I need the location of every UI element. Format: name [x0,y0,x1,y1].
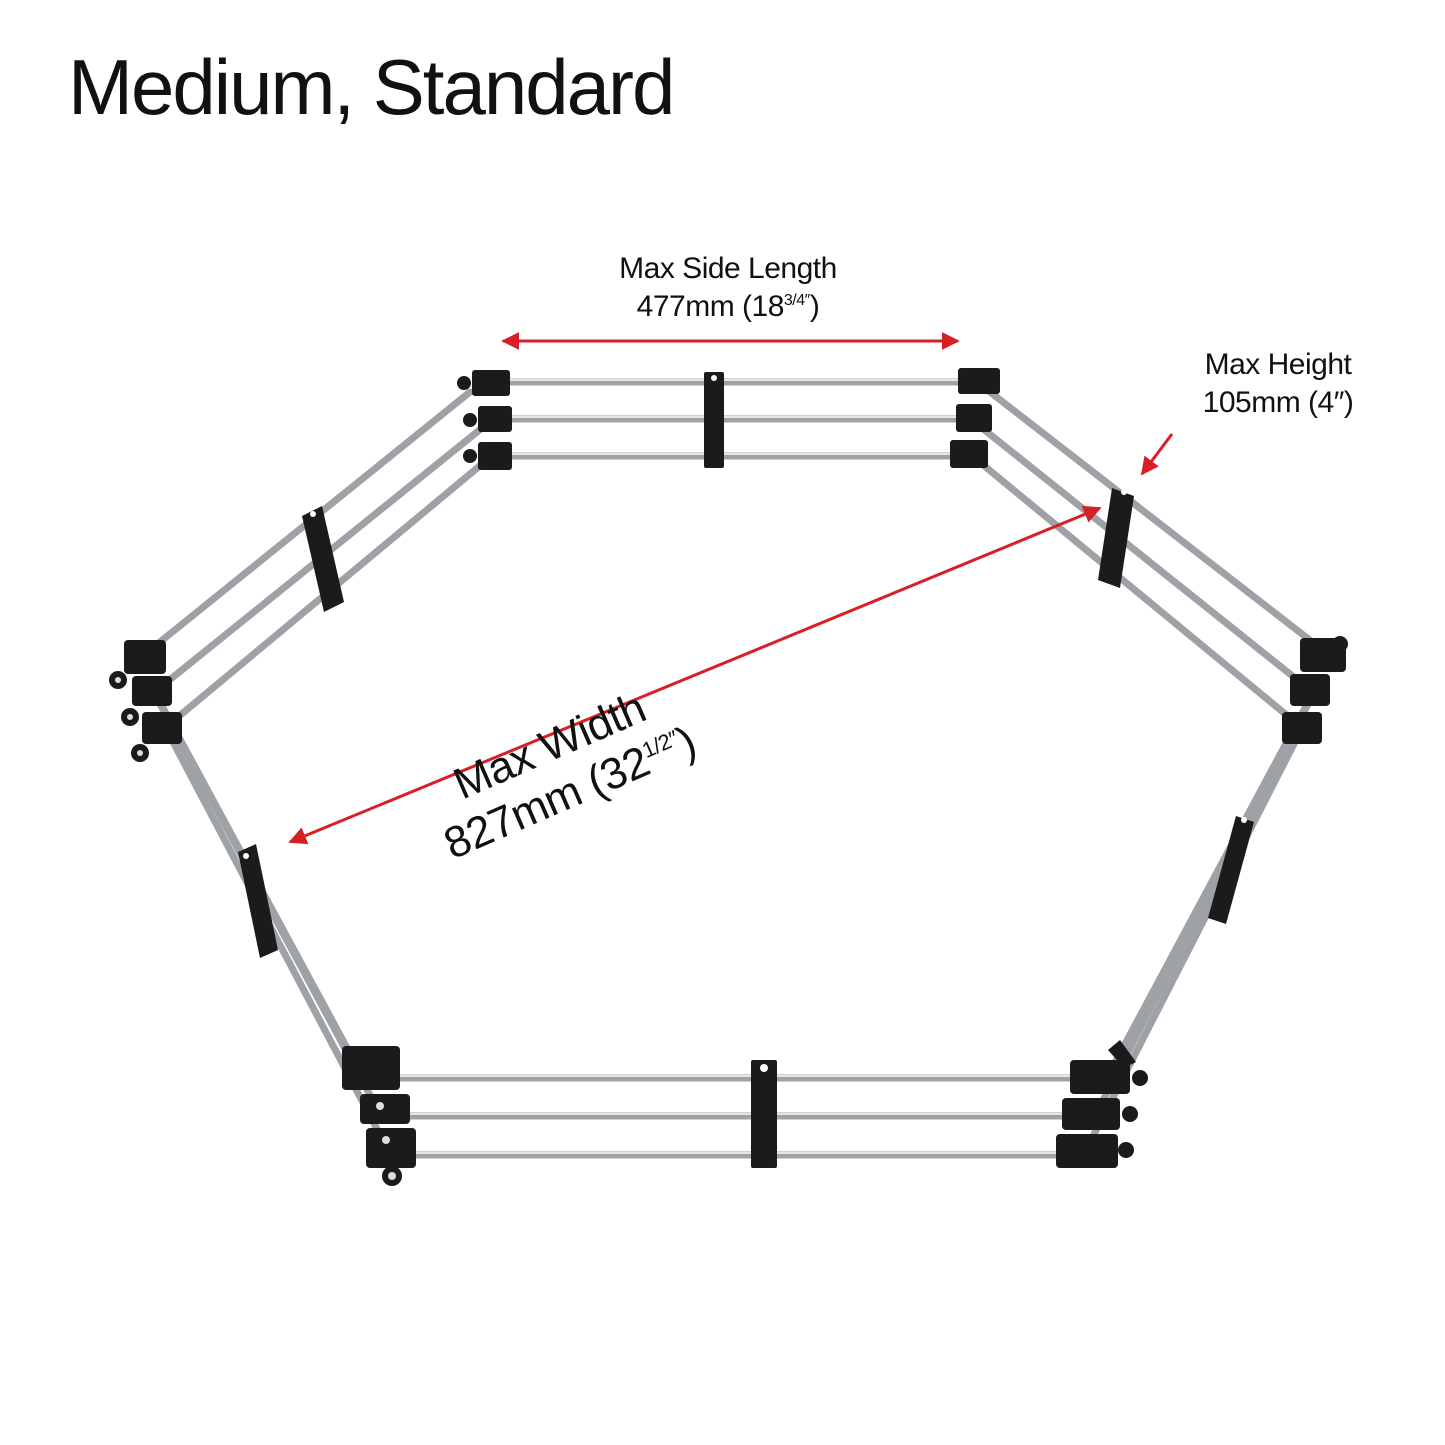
width-arrow [288,505,1102,845]
corner-top-right [950,368,1000,468]
mid-connector-lower-left [238,844,278,958]
side-length-value: 477mm (183/4″) [636,289,820,323]
rod-upper-right-side [978,388,1324,726]
mid-connector-upper-right [1098,488,1134,588]
corner-bottom-right [1056,1040,1148,1168]
dimension-arrows [288,332,1174,845]
corner-left [109,640,182,762]
corner-top-left [457,370,512,470]
page-title: Medium, Standard [68,43,675,131]
mid-connector-lower-right [1208,816,1254,924]
height-title: Max Height [1204,348,1352,381]
rods [144,378,1324,1159]
side-length-label: Max Side Length 477mm (183/4″) [578,250,878,325]
side-length-title: Max Side Length [619,252,837,285]
height-arrow [1140,433,1174,476]
corner-connectors [109,368,1348,1186]
height-value: 105mm (4″) [1202,385,1354,419]
corner-right [1282,636,1348,744]
corner-bottom-left [342,1046,416,1186]
rod-bottom-side [391,1074,1082,1159]
mid-connector-bottom [751,1060,777,1168]
rod-top-side [496,378,966,460]
mid-connector-top [704,372,724,468]
height-label: Max Height 105mm (4″) [1168,346,1388,421]
mid-connector-upper-left [302,506,344,612]
